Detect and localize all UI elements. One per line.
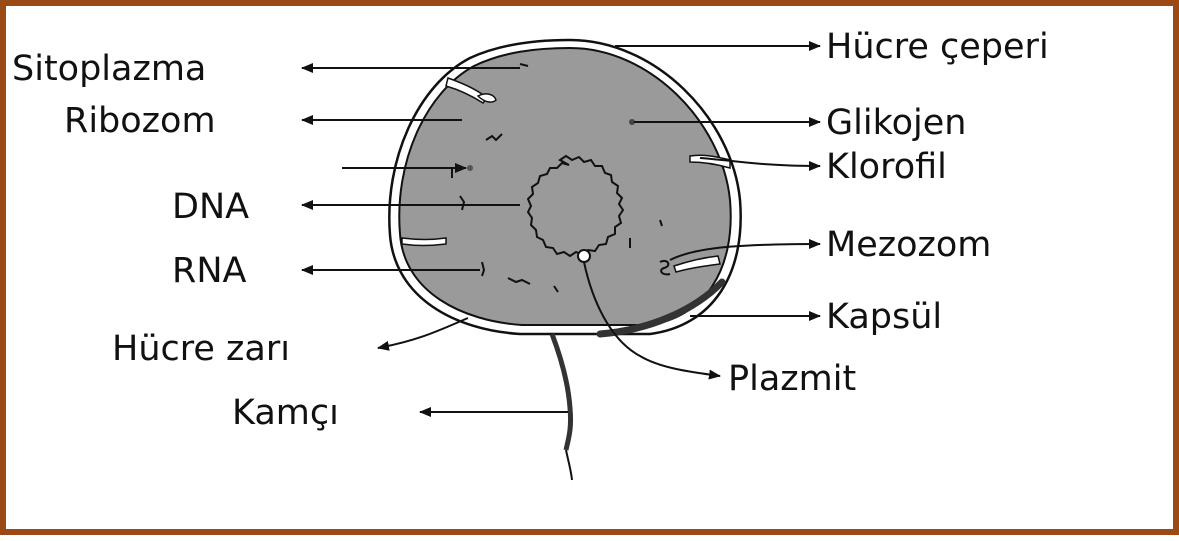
label-sitoplazma: Sitoplazma [12,49,206,89]
plasmid-circle [578,250,590,262]
label-mezozom: Mezozom [826,225,991,265]
label-hucre-ceperi: Hücre çeperi [826,27,1049,67]
flagellum [552,334,571,450]
label-glikojen: Glikojen [826,103,966,143]
label-kapsul: Kapsül [826,297,942,337]
flagellum-tip [566,450,572,480]
label-dna: DNA [172,187,249,227]
label-plazmit: Plazmit [728,359,856,399]
label-rna: RNA [172,251,247,291]
label-ribozom: Ribozom [64,101,216,141]
label-hucre-zari: Hücre zarı [112,329,290,369]
label-kamci: Kamçı [232,393,339,433]
membrane-fold-left [402,238,446,246]
pointer-hucre-zari [378,318,468,348]
label-klorofil: Klorofil [826,147,947,187]
chlorophyll-spot [467,165,473,171]
